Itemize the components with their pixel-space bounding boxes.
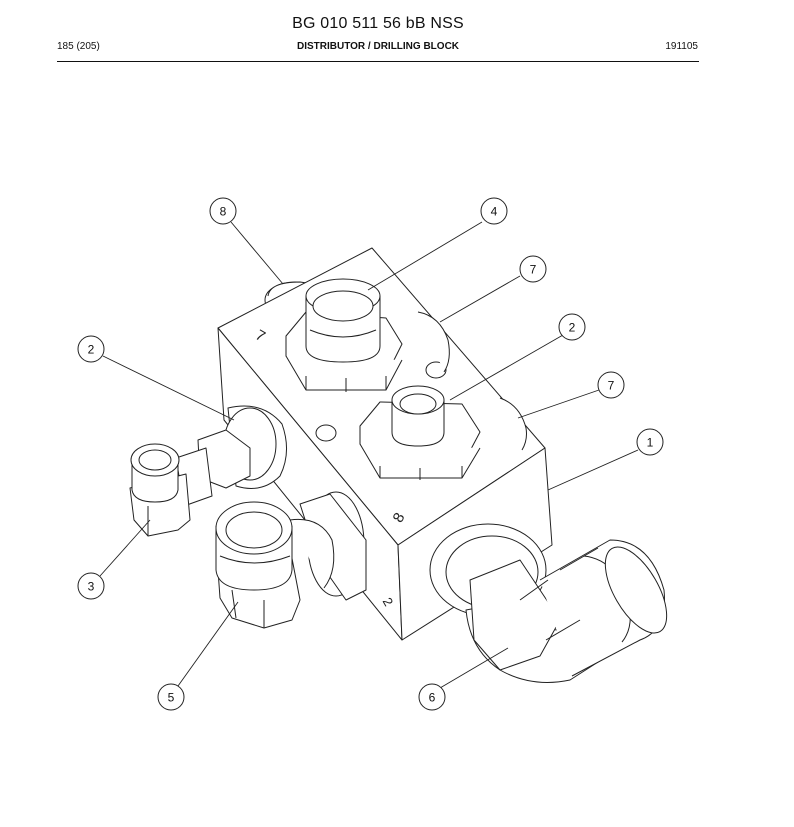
leader-lines	[99, 221, 639, 689]
callout-7-lower: 7	[597, 371, 625, 399]
center-fitting	[359, 385, 481, 480]
svg-text:4: 4	[491, 205, 498, 219]
svg-text:3: 3	[88, 580, 95, 594]
svg-text:7: 7	[608, 379, 615, 393]
svg-text:2: 2	[569, 321, 576, 335]
left-elbow-fitting	[129, 405, 287, 537]
svg-text:1: 1	[647, 436, 654, 450]
callout-1: 1	[636, 428, 664, 456]
callout-2-right: 2	[558, 313, 586, 341]
svg-text:8: 8	[220, 205, 227, 219]
callout-3: 3	[77, 572, 105, 600]
svg-text:7: 7	[530, 263, 537, 277]
lower-left-elbow-fitting	[215, 491, 367, 629]
callout-7-upper: 7	[519, 255, 547, 283]
callout-8-top: 8	[209, 197, 237, 225]
callout-2-left: 2	[77, 335, 105, 363]
callout-4: 4	[480, 197, 508, 225]
top-fitting	[285, 278, 403, 392]
svg-text:2: 2	[88, 343, 95, 357]
document-code: 191105	[665, 41, 698, 52]
document-title: BG 010 511 56 bB NSS	[292, 15, 464, 32]
section-title: DISTRIBUTOR / DRILLING BLOCK	[296, 41, 460, 52]
svg-text:5: 5	[168, 691, 175, 705]
page-reference: 185 (205)	[57, 41, 100, 52]
svg-text:6: 6	[429, 691, 436, 705]
callout-5: 5	[157, 683, 185, 711]
right-large-elbow	[429, 523, 668, 683]
header-rule	[57, 61, 699, 62]
callout-6: 6	[418, 683, 446, 711]
